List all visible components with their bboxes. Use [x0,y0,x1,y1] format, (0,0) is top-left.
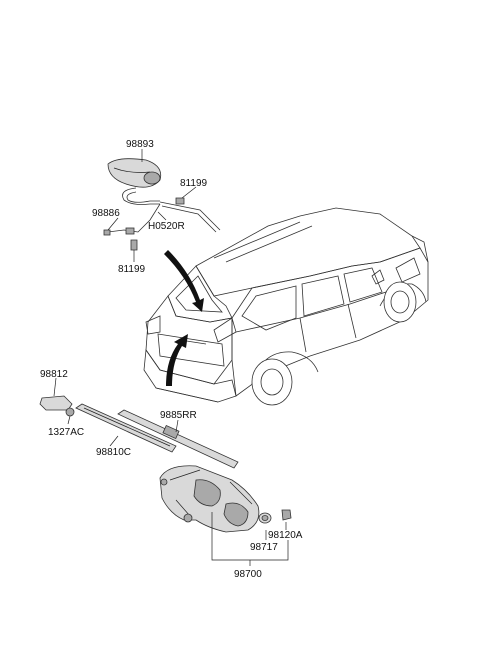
arrow-to-tailgate [166,334,188,386]
nut-98120A [281,509,292,521]
label-98700: 98700 [234,569,262,580]
label-98886: 98886 [92,208,120,219]
wiper-arm-98810C [75,403,177,453]
part-labels: 98893 81199 98886 H0520R 81199 98812 132… [40,139,303,580]
leader-lines [53,149,289,566]
wiper-parts [39,395,292,533]
label-9885RR: 9885RR [160,410,197,421]
arrow-to-rear-window [164,250,204,312]
arm-cover-cap-98812 [39,395,73,411]
label-H0520R: H0520R [148,221,185,232]
label-98893: 98893 [126,139,154,150]
label-98717: 98717 [250,542,278,553]
washer-nozzle-assembly [103,158,221,251]
label-1327AC: 1327AC [48,427,84,438]
label-98812: 98812 [40,369,68,380]
pointer-arrows [164,250,204,386]
wiper-blade-9885RR [117,409,239,469]
label-81199-top: 81199 [180,178,208,189]
label-98120A: 98120A [268,530,303,541]
vehicle-illustration [143,207,429,406]
label-98810C: 98810C [96,447,131,458]
label-81199-bottom: 81199 [118,264,146,275]
